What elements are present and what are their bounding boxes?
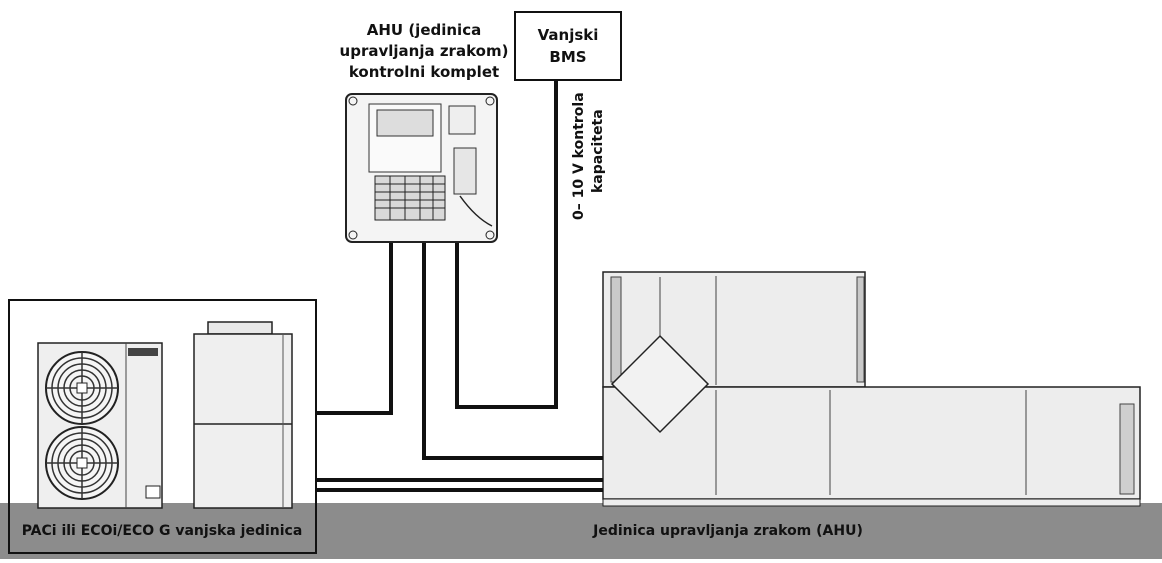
terminal-blocks xyxy=(374,175,446,221)
fan-grille-top-icon xyxy=(45,351,119,425)
ahu-unit-label: Jedinica upravljanja zrakom (AHU) xyxy=(592,523,863,539)
control-label-line2: kapaciteta xyxy=(590,109,606,193)
cable-kit-to-ahu xyxy=(422,243,603,460)
cable-control-to-bms xyxy=(455,80,558,409)
ahu-control-kit xyxy=(345,93,498,243)
bms-label-line1: Vanjski xyxy=(538,26,599,44)
fan-grille-bottom-icon xyxy=(45,426,119,500)
outdoor-unit-fan xyxy=(37,342,163,509)
cable-kit-to-outdoor xyxy=(316,243,393,415)
outdoor-unit-label: PACi ili ECOi/ECO G vanjska jedinica xyxy=(22,523,303,539)
bms-box xyxy=(514,11,622,81)
floor-strip xyxy=(0,503,1162,559)
control-label-line1: 0– 10 V kontrola xyxy=(571,92,587,220)
bms-label-line2: BMS xyxy=(549,48,586,66)
outdoor-unit-gas xyxy=(193,321,293,509)
air-handling-unit xyxy=(602,271,1141,507)
cables xyxy=(316,80,603,492)
ahu-kit-label-line1: AHU (jedinica xyxy=(367,21,481,39)
outdoor-unit-enclosure xyxy=(8,299,317,554)
ahu-kit-label-line3: kontrolni komplet xyxy=(349,63,499,81)
ahu-kit-label-line2: upravljanja zrakom) xyxy=(340,42,509,60)
